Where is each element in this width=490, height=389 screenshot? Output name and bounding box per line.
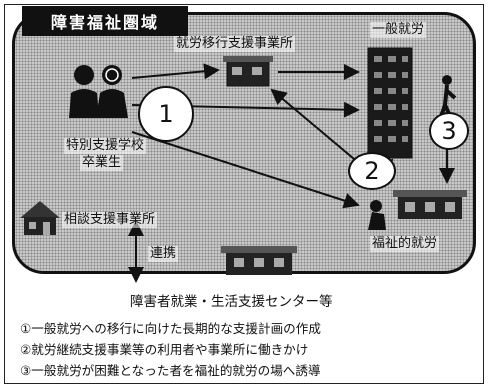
general-employment-label: 一般就労 [370, 22, 427, 38]
cooperation-label: 連携 [148, 246, 179, 262]
office-building-icon [367, 47, 413, 159]
note-1: ①一般就労への移行に向けた長期的な支援計画の作成 [20, 321, 321, 336]
notes-list: ①一般就労への移行に向けた長期的な支援計画の作成 ②就労継続支援事業等の利用者や… [20, 318, 321, 381]
helper-icon [368, 200, 386, 230]
arrow-grad-to-transition [131, 63, 220, 80]
badge-1: 1 [138, 86, 194, 142]
arrow-2-to-transition [270, 88, 361, 165]
badge-3: 3 [429, 112, 469, 150]
transition-office-label: 就労移行支援事業所 [174, 36, 296, 52]
graduates-label-line1: 特別支援学校 [64, 138, 147, 154]
graduates-label-line2: 卒業生 [80, 155, 124, 171]
badge-2: 2 [348, 152, 396, 190]
arrow-grad-to-welfare [131, 131, 360, 209]
consultation-office-label: 相談支援事業所 [62, 212, 158, 228]
house-icon [20, 201, 60, 235]
students-icon [69, 65, 128, 118]
transition-office-icon [223, 56, 273, 87]
support-center-icon [221, 246, 297, 275]
welfare-employment-label: 福祉的就労 [370, 236, 440, 252]
note-2: ②就労継続支援事業等の利用者や事業所に働きかけ [20, 342, 309, 357]
note-3: ③一般就労が困難となった者を福祉的就労の場へ誘導 [20, 363, 321, 378]
welfare-workshop-icon [393, 190, 467, 219]
support-center-label: 障害者就業・生活支援センター等 [130, 294, 333, 310]
region-title: 障害福祉圏域 [22, 6, 188, 36]
